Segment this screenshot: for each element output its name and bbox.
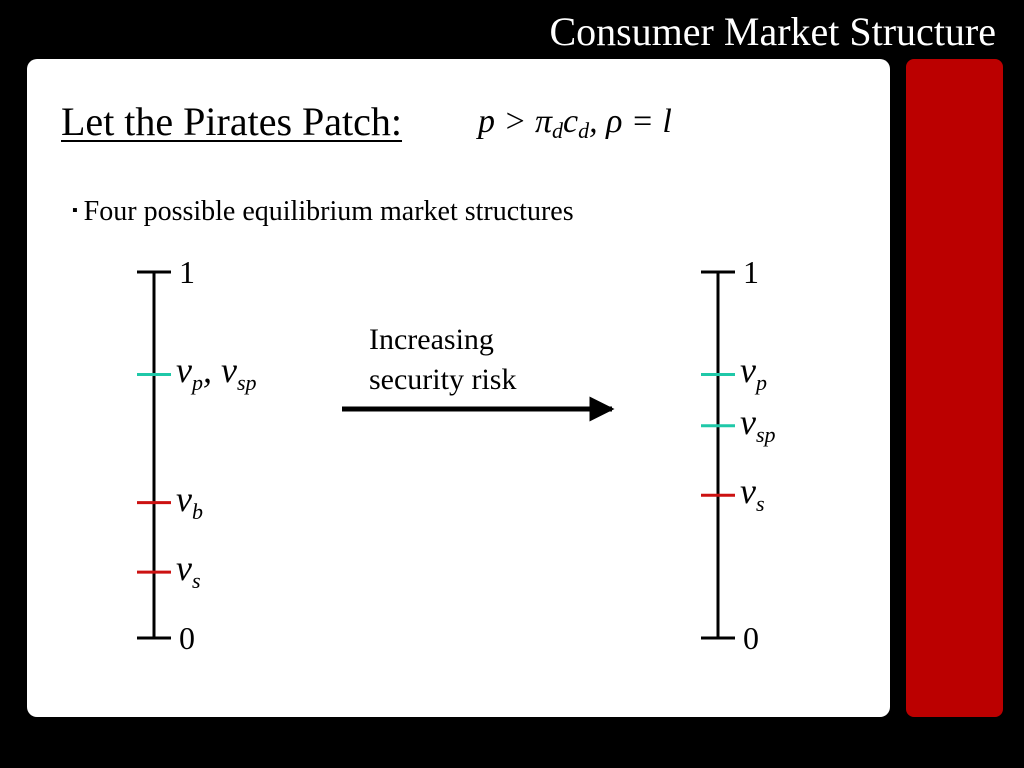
right-tick-label-0: vp	[740, 350, 767, 396]
left-tick-label-1: vb	[176, 478, 203, 524]
formula-part-a: p > π	[478, 103, 552, 140]
right-axis	[701, 270, 735, 640]
arrow-caption-line1: Increasing	[369, 323, 494, 356]
content-panel	[27, 59, 890, 717]
right-bottom-label: 0	[743, 620, 759, 656]
right-tick-label-2: vs	[740, 471, 765, 517]
formula-part-c: , ρ = l	[589, 103, 672, 140]
bullet-item: ▪ Four possible equilibrium market struct…	[72, 194, 574, 229]
left-bottom-label: 0	[179, 620, 195, 656]
section-heading: Let the Pirates Patch:	[61, 99, 403, 144]
left-tick-label-0: vp, vsp	[176, 350, 257, 396]
bullet-square-icon: ▪	[72, 202, 78, 219]
slide-title: Consumer Market Structure	[549, 9, 996, 54]
formula-sub-a: d	[551, 118, 563, 143]
arrow-caption-line2: security risk	[369, 363, 517, 396]
right-tick-label-1: vsp	[740, 401, 776, 447]
left-tick-label-2: vs	[176, 548, 201, 594]
bullet-text: Four possible equilibrium market structu…	[83, 196, 574, 227]
right-top-label: 1	[743, 254, 759, 290]
condition-formula: p > πdcd, ρ = l	[478, 100, 672, 144]
arrow-caption: Increasing security risk	[369, 320, 516, 400]
left-top-label: 1	[179, 254, 195, 290]
formula-sub-b: d	[578, 118, 590, 143]
accent-side-bar	[906, 59, 1003, 717]
left-axis	[137, 270, 171, 640]
formula-part-b: c	[562, 103, 579, 140]
